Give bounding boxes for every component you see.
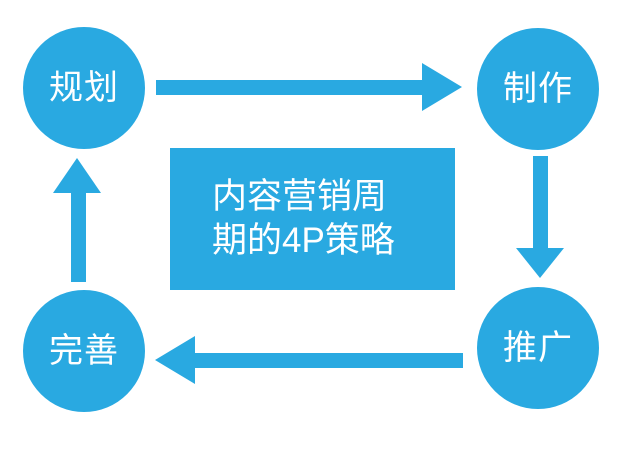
- node-production: 制作: [477, 28, 599, 150]
- arrow-up-shaft: [71, 193, 86, 282]
- title-line-1: 内容营销周: [212, 177, 388, 216]
- arrow-down-shaft: [533, 156, 548, 248]
- arrow-right-shaft: [156, 80, 422, 95]
- node-promotion-label: 推广: [503, 329, 573, 367]
- arrow-right-head-icon: [422, 63, 462, 111]
- arrow-left-shaft: [195, 353, 463, 368]
- node-production-label: 制作: [503, 70, 573, 108]
- node-improvement: 完善: [23, 290, 145, 412]
- title-line-2: 期的4P策略: [212, 221, 395, 260]
- node-improvement-label: 完善: [49, 332, 119, 370]
- node-planning: 规划: [23, 27, 145, 149]
- arrow-left-head-icon: [155, 336, 195, 384]
- title-box: 内容营销周 期的4P策略: [170, 148, 455, 290]
- node-promotion: 推广: [477, 287, 599, 409]
- arrow-up-head-icon: [53, 158, 101, 193]
- node-planning-label: 规划: [49, 69, 119, 107]
- arrow-down-head-icon: [516, 248, 564, 278]
